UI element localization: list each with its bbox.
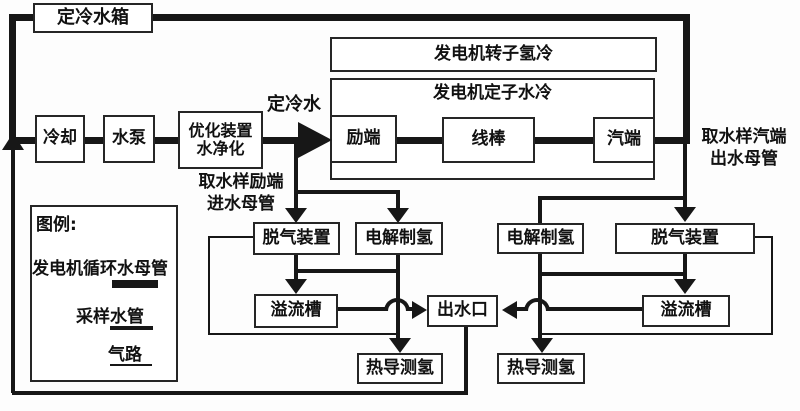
main-loop-pipe-seg xyxy=(83,137,105,144)
return-arrow-icon xyxy=(2,133,24,150)
purifier-label-line1: 优化装置 xyxy=(188,120,253,140)
pipe-overflow-left-stub xyxy=(408,307,414,311)
h2meter-right-box: 热导测氢 xyxy=(497,353,585,384)
arrow-to-electrolyzer-left-icon xyxy=(387,208,409,223)
purifier-label-line2: 水净化 xyxy=(196,139,245,158)
main-loop-pipe-seg xyxy=(12,137,38,144)
pump-label: 水泵 xyxy=(112,128,146,149)
sampling-pipe-exc-branch xyxy=(294,190,400,194)
arrow-to-h2meter-right-icon xyxy=(531,338,553,353)
main-loop-pipe-seg xyxy=(533,137,595,144)
main-loop-pipe-seg xyxy=(261,137,301,144)
steam-sampling-label-line1: 取水样汽端 xyxy=(701,127,787,147)
degasser-right-label: 脱气装置 xyxy=(651,227,719,248)
arrow-to-outlet-from-left-icon xyxy=(412,301,427,319)
wire-bar-box: 线棒 xyxy=(442,117,535,163)
overflow-left-box: 溢流槽 xyxy=(254,294,338,328)
legend-item-label: 气路 xyxy=(108,345,142,365)
flow-arrow-icon xyxy=(298,122,332,158)
sampling-pipe-steam-vert xyxy=(683,144,687,209)
sampling-pipe-exc-vert xyxy=(294,144,298,210)
tank-box: 定冷水箱 xyxy=(33,3,153,33)
gas-pipe-left-bottom xyxy=(208,333,398,335)
arrow-to-degasser-left-icon xyxy=(285,208,307,223)
pipe-elec-left-down xyxy=(396,255,400,340)
excitation-end-label: 励端 xyxy=(346,128,381,149)
legend-thin-line-sample xyxy=(110,364,152,366)
rotor-hydrogen-cooling-label: 发电机转子氢冷 xyxy=(434,43,553,64)
pipe-cross-right xyxy=(538,272,687,276)
steam-end-label: 汽端 xyxy=(607,129,641,150)
gas-pipe-left-vert xyxy=(208,236,210,335)
sampling-pipe-steam-branch xyxy=(538,196,687,200)
purifier-box: 优化装置 水净化 xyxy=(178,111,263,169)
cooling-label: 冷却 xyxy=(43,128,77,149)
legend-medium-line-sample xyxy=(110,326,153,330)
electrolyzer-right-box: 电解制氢 xyxy=(497,223,584,254)
pipe-hop-left xyxy=(384,298,410,311)
degasser-left-label: 脱气装置 xyxy=(262,227,331,248)
legend-title: 图例: xyxy=(36,215,77,235)
cooling-box: 冷却 xyxy=(35,115,85,163)
legend-box xyxy=(30,205,178,382)
legend-item-label: 发电机循环水母管 xyxy=(32,259,168,279)
pipe-degasser-left-out xyxy=(294,255,298,281)
h2meter-right-label: 热导测氢 xyxy=(507,357,575,378)
electrolyzer-left-box: 电解制氢 xyxy=(355,222,443,255)
rotor-hydrogen-cooling-box: 发电机转子氢冷 xyxy=(330,37,657,72)
outlet-box: 出水口 xyxy=(427,295,498,327)
tank-label: 定冷水箱 xyxy=(57,6,129,28)
pipe-hop-right xyxy=(524,298,550,311)
stator-water-cooling-label: 发电机定子水冷 xyxy=(433,83,552,103)
wire-bar-label: 线棒 xyxy=(471,129,506,150)
exc-sampling-label-line2: 进水母管 xyxy=(207,194,275,214)
electrolyzer-left-label: 电解制氢 xyxy=(365,227,433,248)
overflow-left-label: 溢流槽 xyxy=(270,300,322,321)
arrow-to-degasser-right-icon xyxy=(674,207,696,222)
pipe-overflow-left-out xyxy=(338,307,386,311)
arrow-to-h2meter-left-icon xyxy=(389,338,411,353)
overflow-right-box: 溢流槽 xyxy=(642,295,730,327)
stator-water-flow-label: 定冷水 xyxy=(267,94,321,115)
main-loop-pipe-seg xyxy=(153,137,180,144)
gas-pipe-right-top xyxy=(753,236,773,238)
return-pipe-left xyxy=(11,150,15,393)
pipe-overflow-right-stub xyxy=(515,307,526,311)
exc-sampling-label: 取水样励端 进水母管 xyxy=(186,171,296,215)
pipe-degasser-right-out xyxy=(683,254,687,282)
arrow-to-outlet-from-right-icon xyxy=(502,301,517,319)
sampling-pipe-elec-right-vert xyxy=(538,196,542,224)
excitation-end-box: 励端 xyxy=(330,115,397,163)
legend-thick-line-sample xyxy=(112,280,158,288)
sampling-pipe-elec-left-vert xyxy=(396,190,400,210)
electrolyzer-right-label: 电解制氢 xyxy=(506,227,575,248)
main-loop-pipe-seg xyxy=(395,137,444,144)
main-loop-pipe-left xyxy=(9,14,16,147)
return-pipe-bottom xyxy=(12,391,468,395)
gas-pipe-right-vert xyxy=(771,236,773,335)
exc-sampling-label-line1: 取水样励端 xyxy=(198,172,284,192)
pipe-overflow-right-out xyxy=(548,307,642,311)
gas-pipe-right-bottom xyxy=(542,333,773,335)
degasser-right-box: 脱气装置 xyxy=(615,223,755,254)
pipe-elec-right-down xyxy=(538,253,542,340)
overflow-right-label: 溢流槽 xyxy=(660,300,712,321)
main-loop-pipe-top xyxy=(12,14,690,21)
main-loop-pipe-right xyxy=(683,14,690,144)
arrow-to-overflow-right-icon xyxy=(674,279,696,294)
steam-sampling-label: 取水样汽端 出水母管 xyxy=(691,126,797,170)
steam-sampling-label-line2: 出水母管 xyxy=(710,149,778,169)
main-loop-pipe-seg xyxy=(655,137,690,144)
pipe-cross-left xyxy=(294,269,400,273)
h2meter-left-label: 热导测氢 xyxy=(366,357,434,378)
arrow-to-overflow-left-icon xyxy=(285,279,307,294)
return-pipe-outlet-down xyxy=(464,327,468,393)
h2meter-left-box: 热导测氢 xyxy=(357,353,443,384)
steam-end-box: 汽端 xyxy=(593,117,655,163)
legend-item-label: 采样水管 xyxy=(76,307,144,327)
pump-box: 水泵 xyxy=(103,115,155,163)
degasser-left-box: 脱气装置 xyxy=(253,222,340,255)
outlet-label: 出水口 xyxy=(437,300,488,321)
gas-pipe-left-top xyxy=(208,236,255,238)
